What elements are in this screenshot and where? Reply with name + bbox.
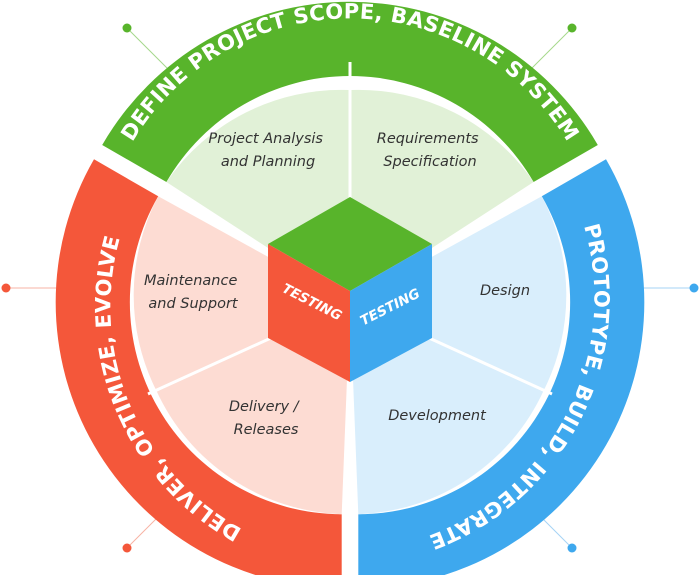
dot-top-left: [122, 23, 132, 33]
cube-right-face: [350, 244, 432, 382]
phase-label-design: Design: [480, 283, 530, 299]
phase-wedge-maintenance: [133, 196, 350, 391]
phase-label-development: Development: [388, 408, 487, 424]
phase-label-maintenance: Maintenance and Support: [144, 273, 242, 312]
dot-bottom-right: [567, 543, 577, 553]
ring-segment-top: [102, 1, 598, 182]
phase-label-requirements: Requirements Specification: [377, 131, 483, 170]
phase-wedge-design: [350, 196, 567, 391]
phase-label-project-analysis: Project Analysis and Planning: [208, 131, 327, 170]
ring-segment-right: [358, 159, 645, 575]
dot-right: [689, 283, 699, 293]
cube-left-face: [268, 244, 350, 382]
dot-top-right: [567, 23, 577, 33]
dot-left: [1, 283, 11, 293]
dot-bottom-left: [122, 543, 132, 553]
ring-segment-left: [55, 159, 342, 575]
phase-label-delivery: Delivery / Releases: [229, 399, 303, 438]
